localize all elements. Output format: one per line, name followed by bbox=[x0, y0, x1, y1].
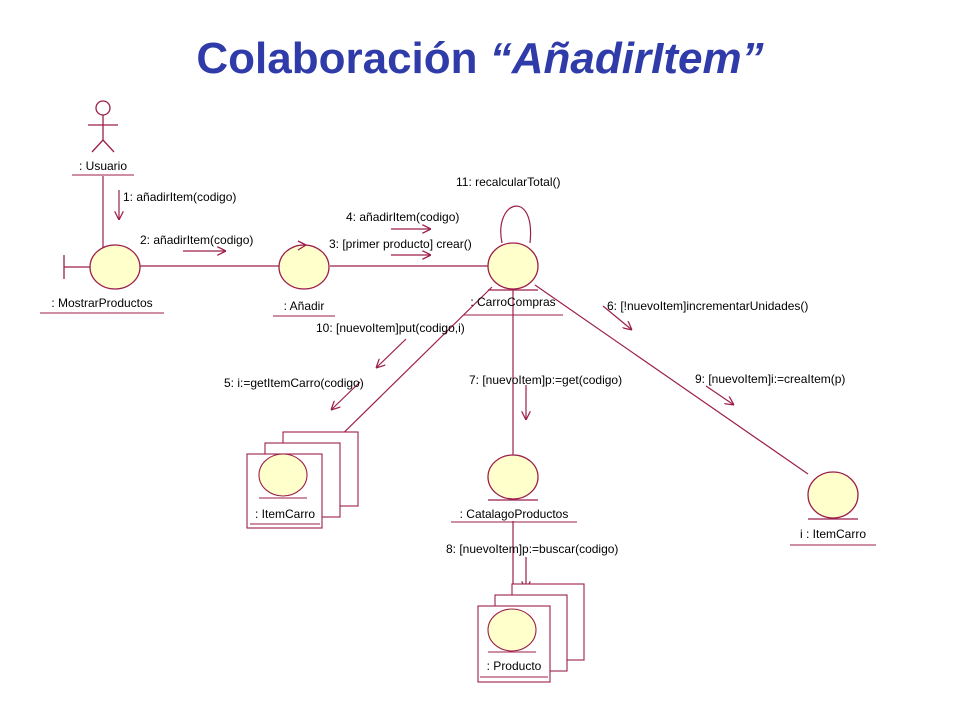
arrow-m9 bbox=[705, 385, 734, 405]
actor-leg-right bbox=[102, 139, 115, 153]
entity-catalago-productos bbox=[487, 454, 539, 501]
label-producto-multi: : Producto bbox=[487, 659, 542, 673]
control-anadir bbox=[278, 240, 330, 290]
label-item-carro-multi: : ItemCarro bbox=[255, 507, 315, 521]
label-catalago-productos: : CatalagoProductos bbox=[460, 507, 569, 521]
message-label-m3: 3: [primer producto] crear() bbox=[329, 237, 472, 251]
entity-circle bbox=[807, 471, 859, 519]
label-mostrar-productos: : MostrarProductos bbox=[51, 296, 152, 310]
label-anadir: : Añadir bbox=[284, 299, 325, 313]
title-quote-open: “ bbox=[489, 34, 512, 83]
link-carro-self bbox=[500, 205, 532, 244]
item-carro-circle bbox=[258, 453, 308, 497]
arrow-m5 bbox=[331, 381, 361, 410]
title-prefix: Colaboración bbox=[196, 34, 478, 83]
label-usuario: : Usuario bbox=[79, 159, 127, 173]
arrow-m6 bbox=[602, 305, 632, 330]
entity-circle bbox=[487, 454, 539, 500]
arrow-m10 bbox=[376, 338, 407, 368]
control-arrowhead bbox=[297, 240, 308, 251]
message-label-m9: 9: [nuevoItem]i:=creaItem(p) bbox=[695, 372, 845, 386]
message-label-m10: 10: [nuevoItem]put(codigo,i) bbox=[316, 321, 465, 335]
message-arrows bbox=[119, 190, 734, 590]
title-collaboration-name: AñadirItem bbox=[511, 34, 742, 83]
diagram-title: Colaboración “AñadirItem” bbox=[0, 34, 960, 84]
actor-head bbox=[95, 100, 111, 116]
link-carro-i-itemcarro bbox=[534, 284, 809, 475]
control-circle bbox=[278, 244, 330, 290]
producto-circle bbox=[487, 608, 537, 652]
multiobject-item-carro bbox=[246, 431, 359, 529]
message-label-m7: 7: [nuevoItem]p:=get(codigo) bbox=[469, 373, 622, 387]
boundary-mostrar-productos bbox=[63, 244, 141, 290]
message-label-m4: 4: añadirItem(codigo) bbox=[346, 210, 459, 224]
boundary-circle bbox=[89, 244, 141, 290]
label-carro-compras: : CarroCompras bbox=[470, 295, 555, 309]
message-label-m5: 5: i:=getItemCarro(codigo) bbox=[224, 376, 364, 390]
label-i-item-carro: i : ItemCarro bbox=[800, 527, 866, 541]
multiobject-producto bbox=[477, 583, 585, 683]
entity-circle bbox=[487, 242, 539, 290]
message-label-m2: 2: añadirItem(codigo) bbox=[140, 233, 253, 247]
entity-i-item-carro bbox=[807, 471, 859, 520]
message-label-m8: 8: [nuevoItem]p:=buscar(codigo) bbox=[446, 542, 618, 556]
message-label-m1: 1: añadirItem(codigo) bbox=[123, 190, 236, 204]
title-quote-close: ” bbox=[741, 34, 764, 83]
actor-leg-left bbox=[91, 139, 104, 153]
actor-usuario bbox=[88, 100, 118, 153]
entity-carro-compras bbox=[487, 242, 539, 291]
message-label-m6: 6: [!nuevoItem]incrementarUnidades() bbox=[607, 299, 808, 313]
message-label-m11: 11: recalcularTotal() bbox=[456, 175, 560, 189]
